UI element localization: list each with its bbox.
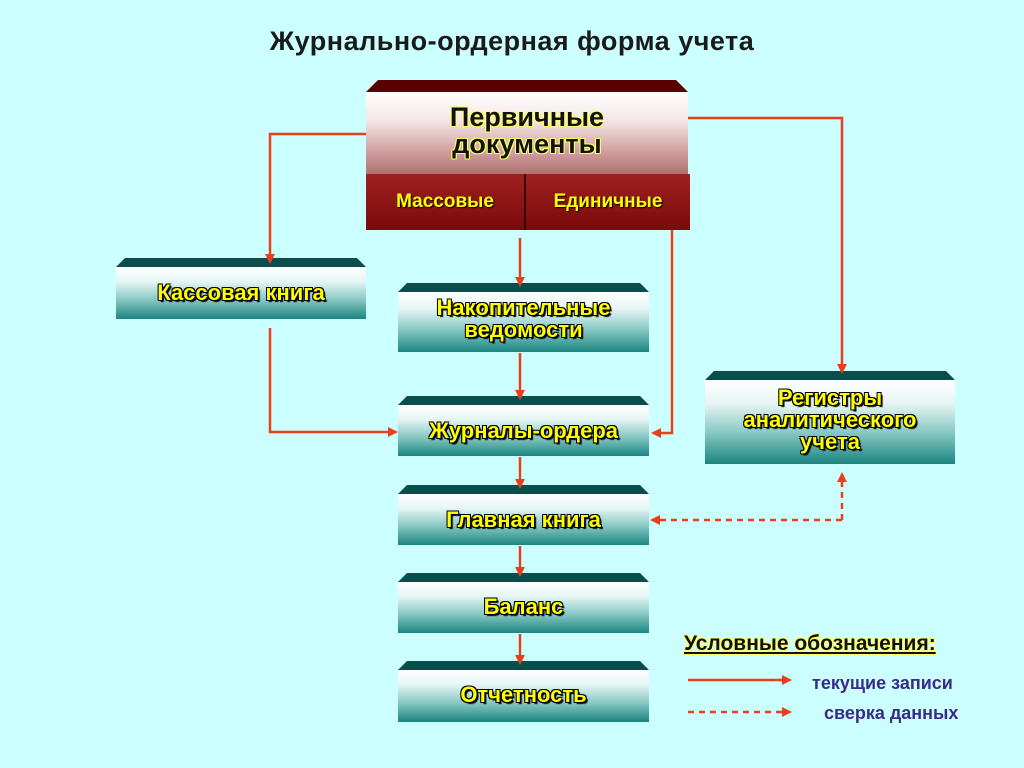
- arrow-primary-to-cash-book: [265, 132, 366, 264]
- mass-docs-cell: Массовые: [366, 174, 524, 230]
- cash-book-box: Кассовая книга: [116, 258, 366, 319]
- primary-docs-line-2: документы: [452, 129, 602, 159]
- journal-orders-box: Журналы-ордера: [398, 396, 649, 456]
- page-title: Журнально-ордерная форма учета: [269, 26, 755, 56]
- primary-docs-title: Первичные документы: [366, 104, 688, 158]
- cash-book-label: Кассовая книга: [157, 280, 325, 305]
- reporting-label: Отчетность: [460, 682, 587, 707]
- accumulative-statements-line-2: ведомости: [464, 317, 583, 342]
- reporting-box: Отчетность: [398, 661, 649, 722]
- primary-docs-line-1: Первичные: [449, 102, 605, 132]
- arrow-cash-book-to-journals: [268, 328, 398, 437]
- general-ledger-label: Главная книга: [446, 507, 601, 532]
- general-ledger-box: Главная книга: [398, 485, 649, 545]
- journal-orders-label: Журналы-ордера: [428, 418, 619, 443]
- arrow-single-to-journals: [651, 230, 674, 438]
- arrow-primary-to-registers: [688, 116, 847, 374]
- balance-label: Баланс: [483, 594, 564, 619]
- analytical-registers-box: Регистры аналитического учета: [705, 371, 955, 464]
- analytical-registers-line-3: учета: [800, 429, 860, 454]
- legend-dashed-label: сверка данных: [824, 703, 959, 723]
- legend-solid-label: текущие записи: [812, 673, 953, 693]
- accumulative-statements-label: Накопительные ведомости: [398, 297, 649, 341]
- balance-box: Баланс: [398, 573, 649, 633]
- accumulative-statements-line-1: Накопительные: [436, 295, 611, 320]
- analytical-registers-line-1: Регистры: [777, 385, 883, 410]
- analytical-registers-line-2: аналитического: [743, 407, 917, 432]
- single-docs-cell: Единичные: [524, 174, 690, 230]
- primary-docs-box: [366, 92, 688, 174]
- legend-title: Условные обозначения:: [684, 632, 936, 655]
- analytical-registers-label: Регистры аналитического учета: [705, 387, 955, 453]
- accumulative-statements-box: Накопительные ведомости: [398, 283, 649, 352]
- primary-docs-box-top: [366, 80, 688, 92]
